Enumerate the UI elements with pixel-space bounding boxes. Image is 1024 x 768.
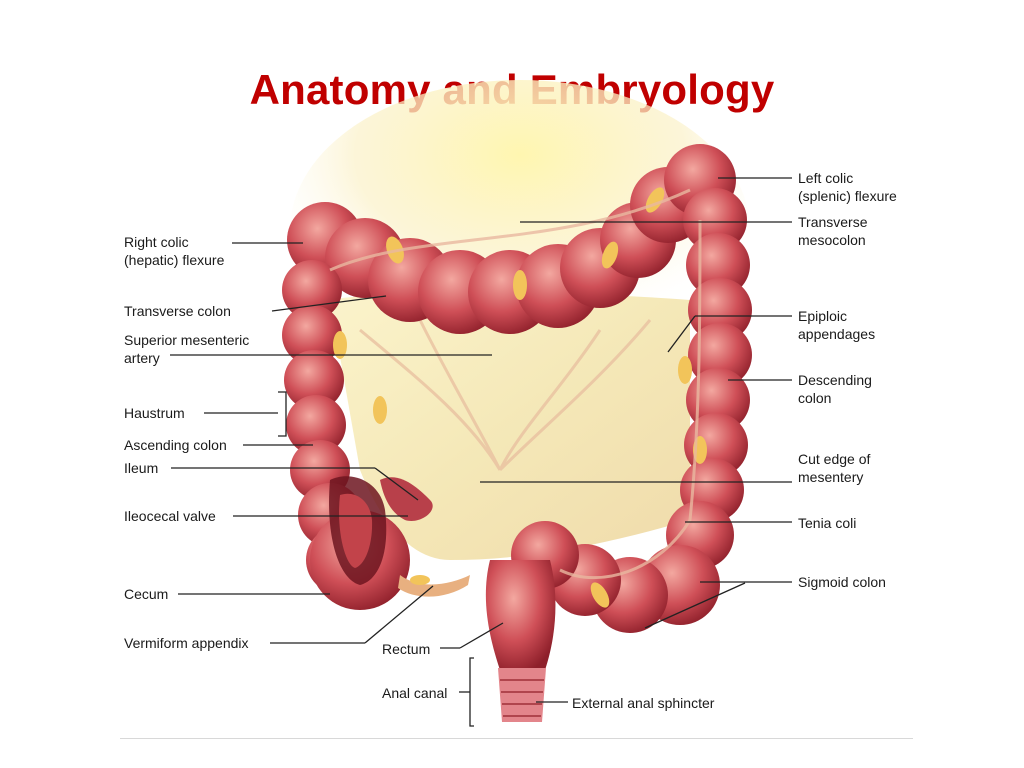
label-transverse-colon: Transverse colon (124, 303, 231, 319)
label-left-colic-flexure: Left colic (splenic) flexure (798, 170, 897, 204)
anal-canal-shape (498, 668, 546, 722)
label-transverse-mesocolon: Transverse mesocolon (798, 214, 868, 248)
label-cut-edge-of-mesentery: Cut edge of mesentery (798, 451, 871, 485)
mesentery-vessels (359, 319, 652, 472)
label-ileocecal-valve: Ileocecal valve (124, 508, 216, 524)
label-tenia-coli: Tenia coli (798, 515, 857, 531)
leader-lines-left (170, 242, 492, 644)
label-right-colic-flexure: Right colic (hepatic) flexure (124, 234, 225, 268)
appendix-shape (398, 575, 470, 597)
label-ascending-colon: Ascending colon (124, 437, 227, 453)
tenia-coli-line (329, 188, 702, 580)
leader-lines-bottom (440, 622, 568, 727)
label-rectum: Rectum (382, 641, 431, 657)
label-epiploic-appendages: Epiploic appendages (798, 308, 876, 342)
leader-lines-right (480, 177, 792, 629)
label-haustrum: Haustrum (124, 405, 185, 421)
label-anal-canal: Anal canal (382, 685, 448, 701)
label-ileum: Ileum (124, 460, 159, 476)
footer-divider (120, 738, 913, 739)
label-sigmoid-colon: Sigmoid colon (798, 574, 886, 590)
transverse-colon-shape (287, 144, 736, 334)
label-external-anal-sphincter: External anal sphincter (572, 695, 715, 711)
label-cecum: Cecum (124, 586, 169, 602)
label-descending-colon: Descending colon (798, 372, 872, 406)
ileum-shape (380, 477, 433, 521)
rectum-shape (485, 560, 556, 670)
cecum-shape (310, 476, 410, 610)
label-vermiform-appendix: Vermiform appendix (124, 635, 249, 651)
label-superior-mesenteric-artery: Superior mesenteric artery (124, 332, 250, 366)
